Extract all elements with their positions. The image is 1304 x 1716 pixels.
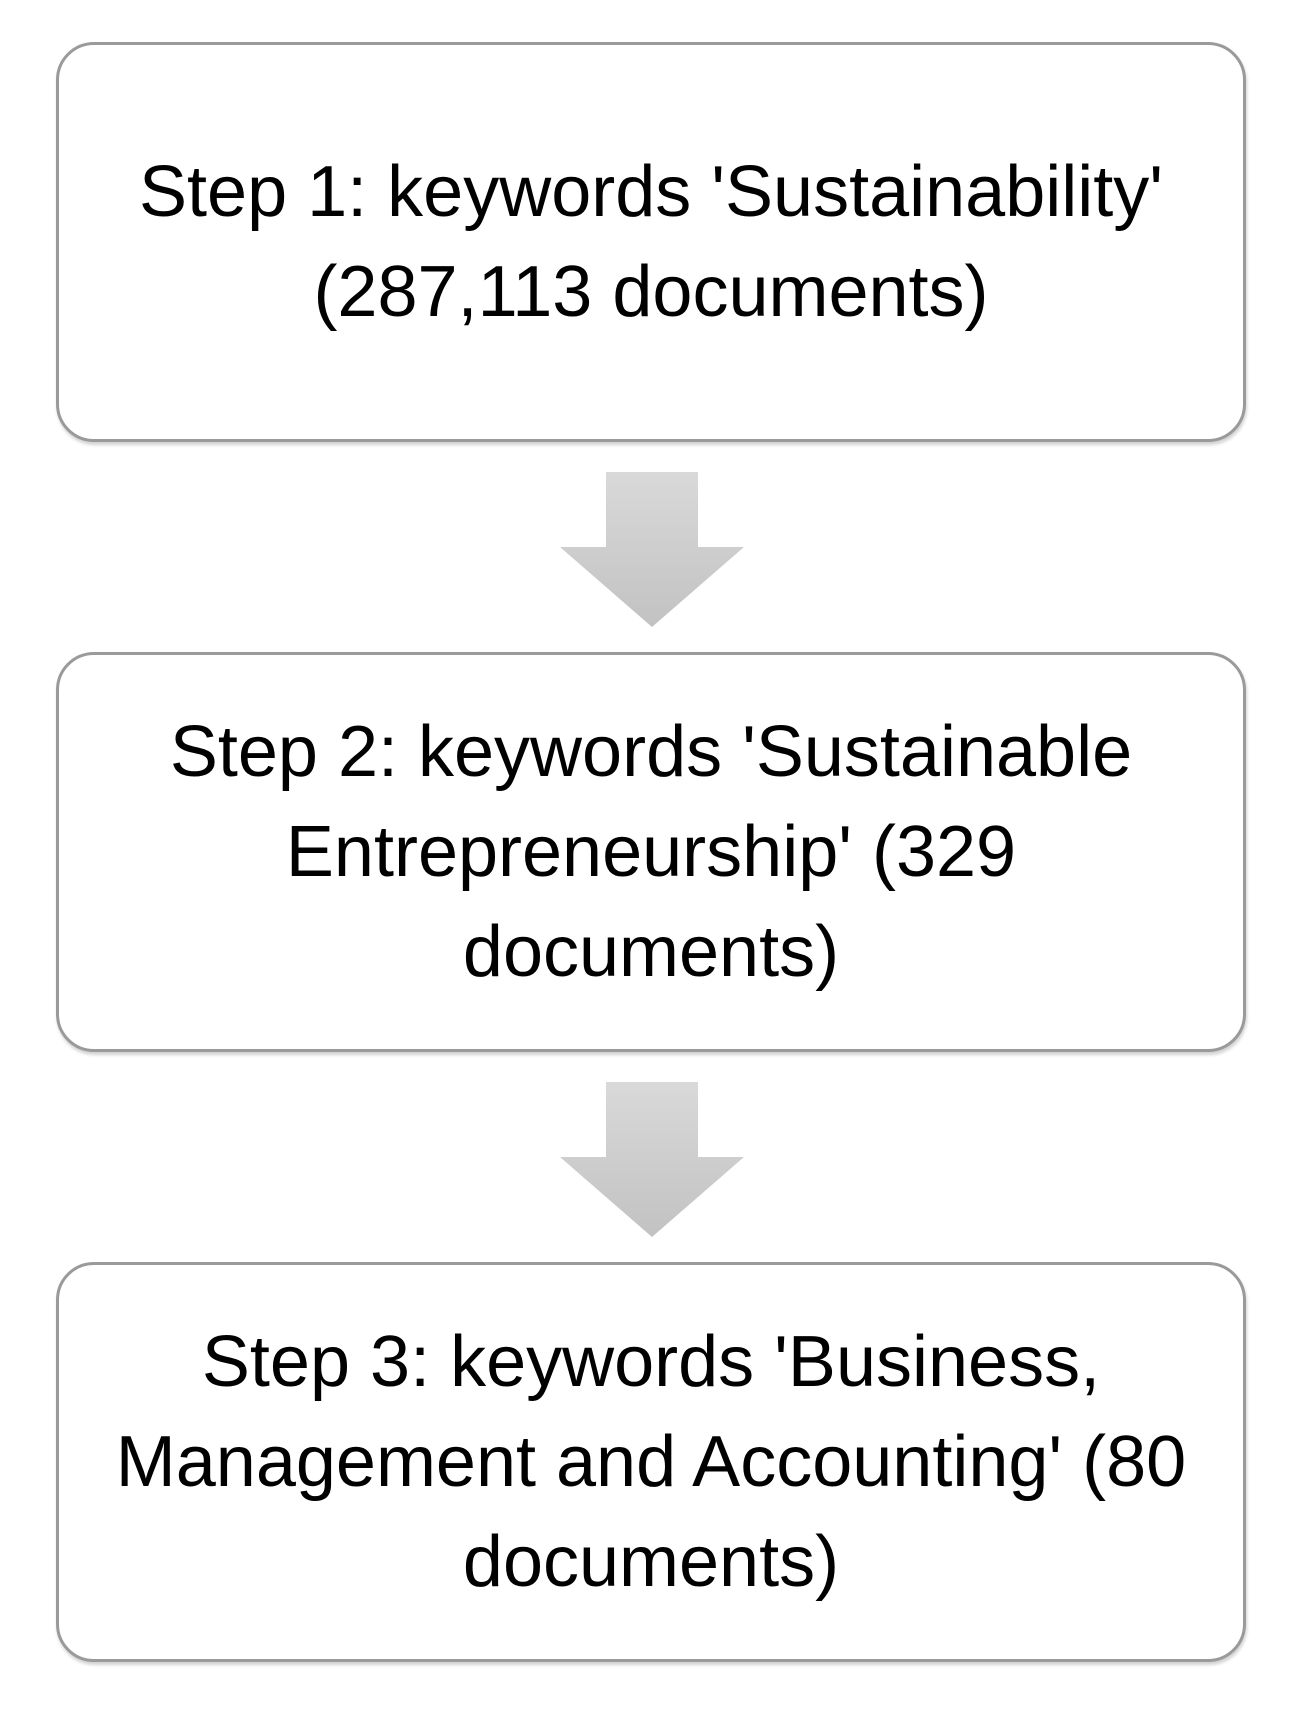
step-1-text: Step 1: keywords 'Sustainability' (287,1… xyxy=(139,152,1163,332)
arrow-down-icon xyxy=(560,472,744,627)
step-3-text: Step 3: keywords 'Business, Management a… xyxy=(115,1322,1187,1602)
step-1-box: Step 1: keywords 'Sustainability' (287,1… xyxy=(56,42,1246,442)
step-3-box: Step 3: keywords 'Business, Management a… xyxy=(56,1262,1246,1662)
step-2-text: Step 2: keywords 'Sustainable Entreprene… xyxy=(169,712,1133,992)
arrow-down-icon xyxy=(560,1082,744,1237)
step-2-box: Step 2: keywords 'Sustainable Entreprene… xyxy=(56,652,1246,1052)
